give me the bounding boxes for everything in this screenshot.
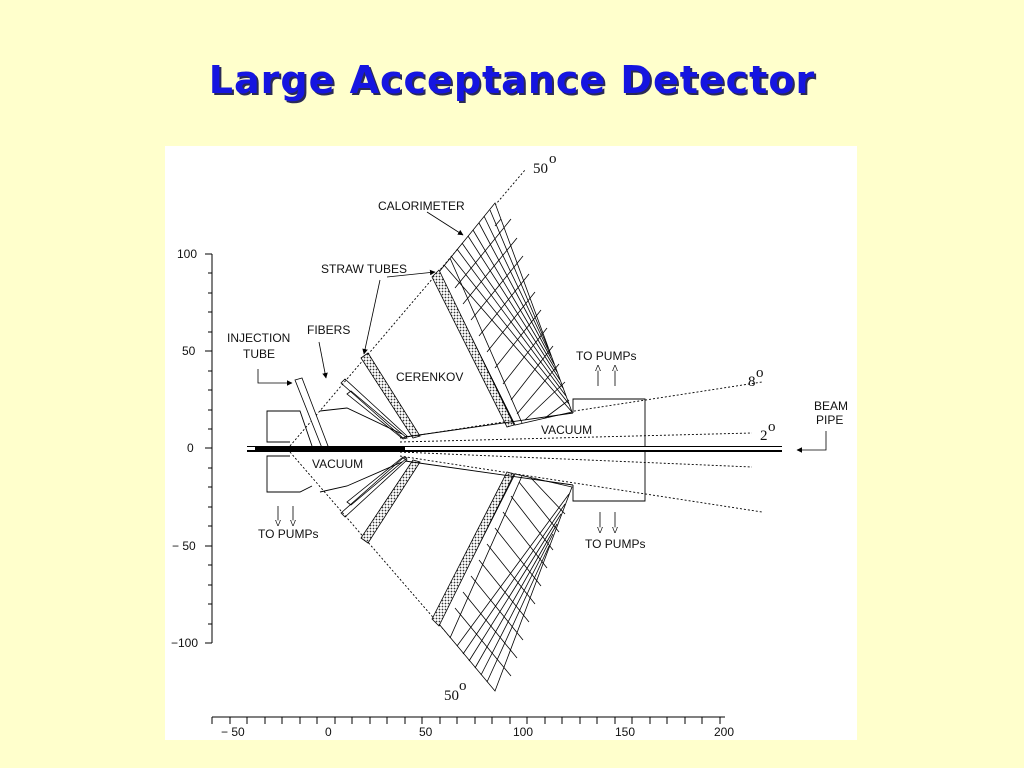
y-axis: [205, 253, 213, 644]
cerenkov-radiator-top: [360, 352, 421, 439]
y-tick-label: 100: [177, 247, 197, 261]
label-to-pumps-left: TO PUMPs: [258, 527, 318, 541]
label-tube: TUBE: [243, 347, 275, 361]
fiber-layers: [340, 378, 408, 518]
straw-tube-layer-top: [431, 269, 515, 428]
callout-arrows: [257, 211, 827, 453]
angle-label-50-bottom: 50: [444, 688, 459, 704]
label-calorimeter: CALORIMETER: [378, 199, 465, 213]
label-injection: INJECTION: [227, 331, 290, 345]
x-tick-label: 150: [615, 725, 635, 739]
angle-label-8: 8: [748, 374, 756, 390]
label-to-pumps-bottom: TO PUMPs: [585, 537, 645, 551]
x-tick-label: − 50: [221, 725, 245, 739]
pump-arrows-left: [278, 506, 293, 523]
vacuum-chamber: [266, 398, 646, 502]
label-vacuum-right: VACUUM: [541, 423, 592, 437]
label-vacuum-left: VACUUM: [312, 457, 363, 471]
label-fibers: FIBERS: [307, 323, 350, 337]
y-tick-label: − 50: [172, 539, 196, 553]
angle-label-2: 2: [760, 428, 768, 444]
angle-label-50-top: 50: [533, 161, 548, 177]
y-tick-label: 50: [182, 344, 196, 358]
x-tick-label: 50: [419, 725, 433, 739]
injection-tube: [294, 377, 329, 449]
straw-tube-layer-bottom: [431, 471, 515, 627]
y-tick-label: −100: [171, 636, 198, 650]
degree-symbol: o: [549, 151, 557, 167]
x-axis: [211, 716, 725, 724]
degree-symbol: o: [459, 678, 467, 694]
detector-figure: 100 50 0 − 50 −100 − 50 0 50 100 150 200…: [165, 146, 857, 740]
y-tick-label: 0: [187, 441, 194, 455]
calorimeter-top: [438, 202, 573, 426]
cerenkov-radiator-bottom: [360, 459, 421, 544]
detector-diagram: 100 50 0 − 50 −100 − 50 0 50 100 150 200…: [171, 151, 848, 739]
slide-title: Large Acceptance Detector: [208, 58, 816, 102]
x-tick-label: 0: [325, 725, 332, 739]
x-tick-label: 100: [513, 725, 533, 739]
label-cerenkov: CERENKOV: [396, 370, 463, 384]
degree-symbol: o: [756, 365, 764, 381]
x-tick-label: 200: [714, 725, 734, 739]
pump-arrows-right-top: [598, 368, 615, 386]
beam-pipe: [247, 446, 782, 452]
label-beam: BEAM: [814, 399, 848, 413]
acceptance-angle-lines: [289, 169, 763, 690]
calorimeter-bottom: [438, 473, 573, 692]
pump-arrows-right-bottom: [600, 512, 615, 530]
label-pipe: PIPE: [816, 413, 843, 427]
degree-symbol: o: [768, 419, 776, 435]
label-to-pumps-top: TO PUMPs: [576, 349, 636, 363]
label-straw-tubes: STRAW TUBES: [321, 262, 407, 276]
